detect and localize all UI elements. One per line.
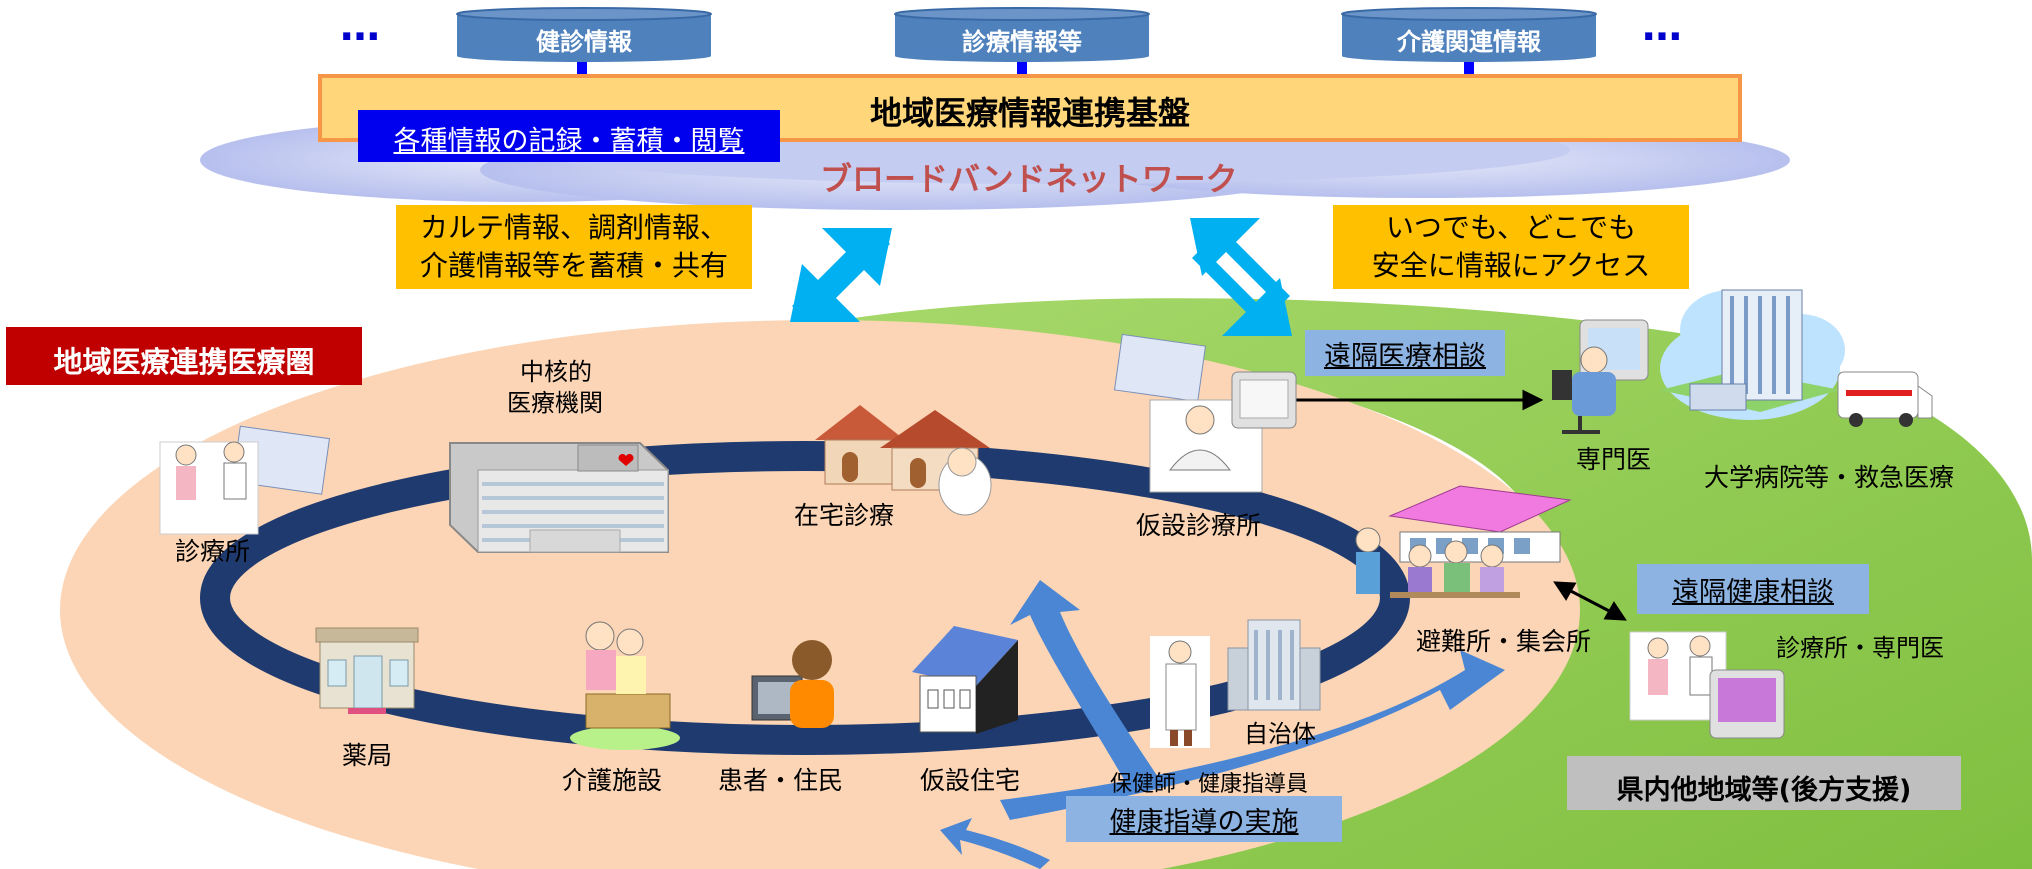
platform-bar: [318, 74, 1742, 142]
university-hospital-label: 大学病院等・救急医療: [1704, 463, 1955, 492]
database-cylinder-3: [1341, 7, 1597, 62]
home-care-label: 在宅診療: [794, 501, 895, 530]
core-hospital-label-2: 医療機関: [507, 389, 603, 417]
ellipsis-right: …: [1642, 4, 1684, 50]
pharmacy-icon: [315, 627, 419, 714]
share-callout-line2: 介護情報等を蓄積・共有: [419, 249, 728, 282]
temp-clinic-icon: [1113, 333, 1297, 493]
records-label: 各種情報の記録・蓄積・閲覧: [393, 126, 745, 157]
health-nurse-label: 保健師・健康指導員: [1110, 772, 1309, 797]
specialist-label: 専門医: [1576, 445, 1652, 474]
care-facility-label: 介護施設: [562, 766, 663, 795]
backup-support-label: 県内他地域等(後方支援): [1616, 775, 1912, 806]
home-care-icon: [815, 405, 992, 516]
remote-health-label: 遠隔健康相談: [1637, 564, 1869, 614]
clinic-icon: [159, 425, 331, 535]
region-title-box: 地域医療連携医療圏: [6, 327, 362, 385]
access-callout-line1: いつでも、どこでも: [1385, 211, 1637, 244]
clinic-specialist-label: 診療所・専門医: [1776, 634, 1944, 662]
specialist-icon: [1552, 319, 1649, 434]
core-hospital-icon: [449, 442, 669, 553]
clinic-label: 診療所: [175, 537, 251, 566]
temp-housing-label: 仮設住宅: [920, 766, 1021, 795]
upload-double-arrow: [790, 228, 892, 322]
university-hospital-icon: [1660, 289, 1933, 427]
guidance-arrow-right: [1000, 650, 1505, 820]
shelter-link-arrow: [1553, 581, 1627, 621]
platform-title: 地域医療情報連携基盤: [869, 94, 1190, 132]
guidance-arrow-left: [1010, 580, 1160, 790]
access-double-arrow: [1190, 218, 1292, 336]
shelter-icon: [1355, 485, 1572, 598]
remote-clinic-icon: [1629, 631, 1785, 739]
database-cylinder-1: [456, 7, 712, 62]
share-callout-line1: カルテ情報、調剤情報、: [419, 211, 728, 244]
access-callout: いつでも、どこでも 安全に情報にアクセス: [1333, 205, 1689, 289]
backup-support-box: 県内他地域等(後方支援): [1567, 756, 1961, 810]
access-callout-line2: 安全に情報にアクセス: [1371, 249, 1651, 282]
care-facility-icon: [570, 621, 680, 750]
network-label: ブロードバンドネットワーク: [820, 160, 1238, 198]
pharmacy-label: 薬局: [342, 741, 393, 770]
region-title: 地域医療連携医療圏: [53, 345, 315, 379]
temp-housing-icon: [912, 626, 1018, 734]
shelter-label: 避難所・集会所: [1416, 627, 1592, 656]
patients-label: 患者・住民: [718, 766, 844, 795]
municipality-icon: [1227, 619, 1321, 711]
health-nurse-icon: [1150, 636, 1210, 748]
ellipsis-left: …: [340, 4, 382, 50]
db-label-care: 介護関連情報: [1397, 28, 1541, 56]
share-callout: カルテ情報、調剤情報、 介護情報等を蓄積・共有: [396, 205, 752, 289]
health-guidance-label: 健康指導の実施: [1066, 796, 1342, 842]
temp-clinic-label: 仮設診療所: [1136, 511, 1262, 540]
municipality-label: 自治体: [1244, 720, 1316, 748]
core-hospital-label-1: 中核的: [520, 358, 592, 386]
patient-icon: [751, 640, 834, 728]
db-label-checkup: 健診情報: [536, 28, 632, 56]
remote-medical-label: 遠隔医療相談: [1305, 330, 1505, 376]
db-label-medical: 診療情報等: [962, 28, 1082, 56]
guidance-arrow-bottom: [940, 818, 1050, 869]
database-cylinder-2: [894, 7, 1150, 62]
remote-link-arrow: [1295, 389, 1544, 411]
records-box: 各種情報の記録・蓄積・閲覧: [358, 110, 780, 162]
